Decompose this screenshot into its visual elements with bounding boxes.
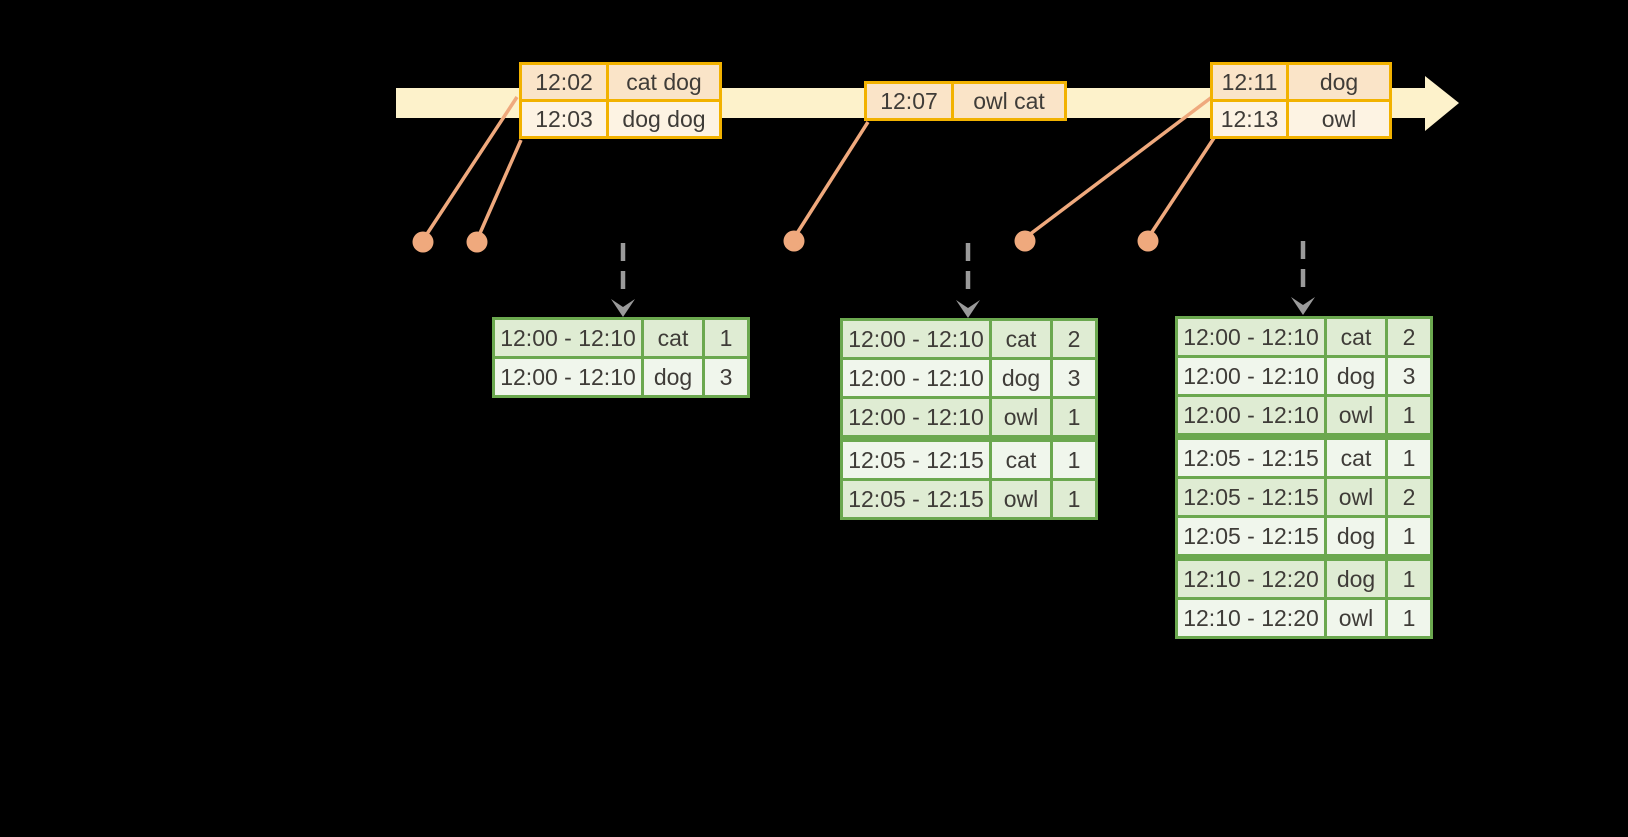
count-cell: 2 [1385,316,1433,358]
dot-icon [1014,230,1036,252]
event-time-cell: 12:02 [519,62,609,102]
word-cell: cat [989,318,1053,360]
leader-line [792,121,870,239]
event-time-cell: 12:07 [864,81,954,121]
window-cell: 12:10 - 12:20 [1175,554,1327,600]
dot-icon [783,230,805,252]
count-cell: 3 [702,356,750,398]
count-cell: 1 [1385,554,1433,600]
window-cell: 12:00 - 12:10 [840,357,992,399]
event-words-cell: owl [1286,99,1392,139]
word-cell: dog [1324,515,1388,559]
dot-icon [466,231,488,253]
window-cell: 12:00 - 12:10 [840,318,992,360]
event-time-cell: 12:11 [1210,62,1289,102]
right-arrow-icon [1425,76,1459,131]
trigger-arrowheads [611,297,1315,318]
event-words-cell: dog [1286,62,1392,102]
count-cell: 1 [1385,394,1433,438]
word-cell: cat [1324,316,1388,358]
count-cell: 1 [1385,433,1433,479]
leader-line [1023,95,1214,240]
window-cell: 12:05 - 12:15 [840,435,992,481]
window-cell: 12:00 - 12:10 [1175,316,1327,358]
count-cell: 1 [1385,597,1433,639]
window-cell: 12:05 - 12:15 [840,478,992,520]
word-cell: owl [1324,597,1388,639]
count-cell: 2 [1385,476,1433,518]
word-cell: owl [989,396,1053,440]
count-cell: 3 [1385,355,1433,397]
count-cell: 2 [1050,318,1098,360]
down-arrow-icon [611,299,635,317]
word-cell: dog [641,356,705,398]
word-cell: dog [989,357,1053,399]
leader-line [421,96,519,241]
count-cell: 1 [1385,515,1433,559]
window-cell: 12:10 - 12:20 [1175,597,1327,639]
word-cell: cat [1324,433,1388,479]
count-cell: 3 [1050,357,1098,399]
word-cell: owl [989,478,1053,520]
down-arrow-icon [956,300,980,318]
count-cell: 1 [1050,478,1098,520]
word-cell: dog [1324,554,1388,600]
event-time-cell: 12:03 [519,99,609,139]
down-arrow-icon [1291,297,1315,315]
dot-icon [412,231,434,253]
event-words-cell: dog dog [606,99,722,139]
event-leader-lines [421,95,1216,241]
dot-icon [1137,230,1159,252]
word-cell: dog [1324,355,1388,397]
word-cell: cat [641,317,705,359]
event-words-cell: owl cat [951,81,1067,121]
window-cell: 12:05 - 12:15 [1175,476,1327,518]
word-cell: owl [1324,394,1388,438]
window-cell: 12:05 - 12:15 [1175,433,1327,479]
window-cell: 12:00 - 12:10 [1175,355,1327,397]
event-markers [412,230,1159,253]
word-cell: cat [989,435,1053,481]
event-words-cell: cat dog [606,62,722,102]
count-cell: 1 [1050,396,1098,440]
leader-line [1146,137,1216,239]
event-time-cell: 12:13 [1210,99,1289,139]
count-cell: 1 [702,317,750,359]
window-cell: 12:00 - 12:10 [492,356,644,398]
word-cell: owl [1324,476,1388,518]
trigger-arrows [620,241,1306,299]
count-cell: 1 [1050,435,1098,481]
window-cell: 12:05 - 12:15 [1175,515,1327,559]
window-cell: 12:00 - 12:10 [492,317,644,359]
window-cell: 12:00 - 12:10 [1175,394,1327,438]
window-cell: 12:00 - 12:10 [840,396,992,440]
leader-line [475,139,523,241]
